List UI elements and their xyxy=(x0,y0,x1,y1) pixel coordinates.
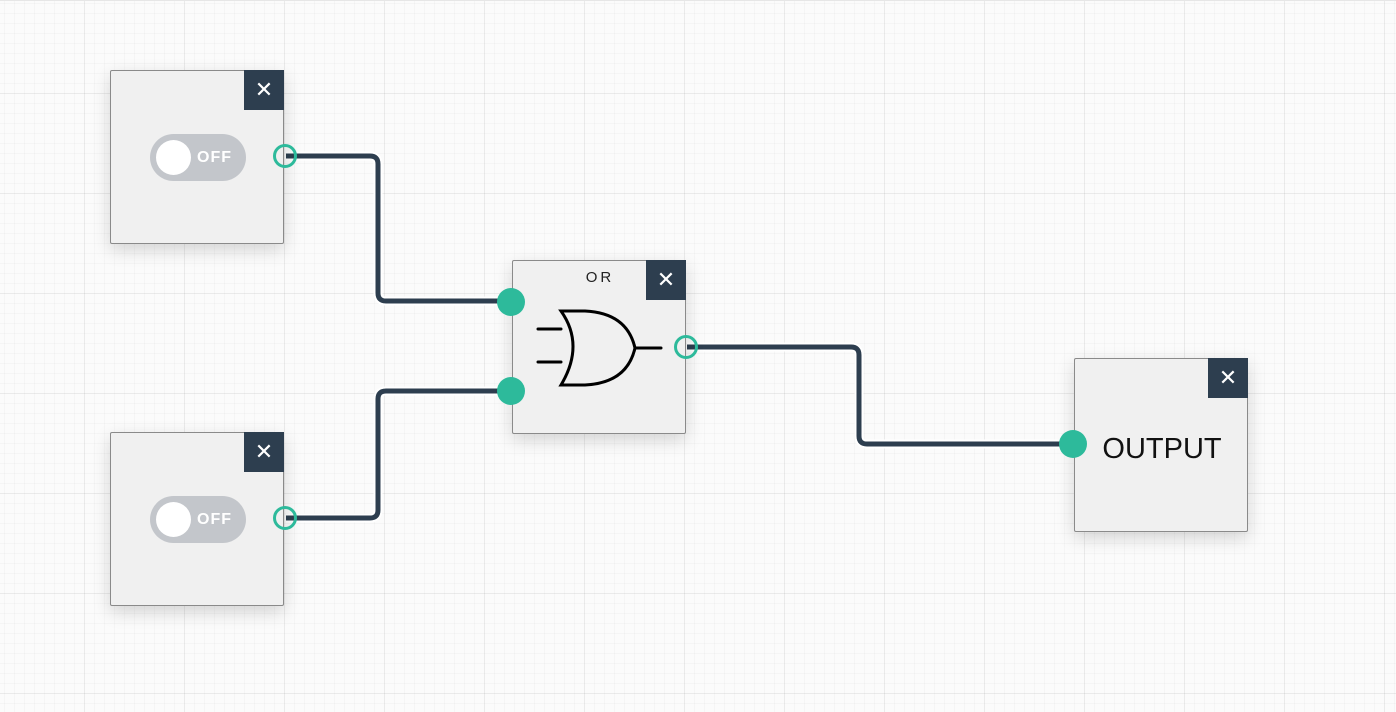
gate-title: OR xyxy=(585,269,615,286)
switch-node-1[interactable]: ✕ OFF xyxy=(110,70,284,244)
toggle-state-label: OFF xyxy=(197,149,232,166)
toggle-knob xyxy=(156,502,191,537)
output-port[interactable] xyxy=(273,506,297,530)
toggle-knob xyxy=(156,140,191,175)
output-port[interactable] xyxy=(674,335,698,359)
input-port[interactable] xyxy=(1059,430,1087,458)
or-gate-icon xyxy=(536,309,663,387)
close-button[interactable]: ✕ xyxy=(646,260,686,300)
output-node[interactable]: ✕ OUTPUT xyxy=(1074,358,1248,532)
output-port[interactable] xyxy=(273,144,297,168)
close-button[interactable]: ✕ xyxy=(244,432,284,472)
switch-node-2[interactable]: ✕ OFF xyxy=(110,432,284,606)
input-port-a[interactable] xyxy=(497,288,525,316)
or-gate-node[interactable]: ✕ OR xyxy=(512,260,686,434)
toggle-switch[interactable]: OFF xyxy=(150,496,246,543)
close-button[interactable]: ✕ xyxy=(244,70,284,110)
close-button[interactable]: ✕ xyxy=(1208,358,1248,398)
output-label: OUTPUT xyxy=(1102,433,1222,465)
input-port-b[interactable] xyxy=(497,377,525,405)
toggle-state-label: OFF xyxy=(197,511,232,528)
toggle-switch[interactable]: OFF xyxy=(150,134,246,181)
